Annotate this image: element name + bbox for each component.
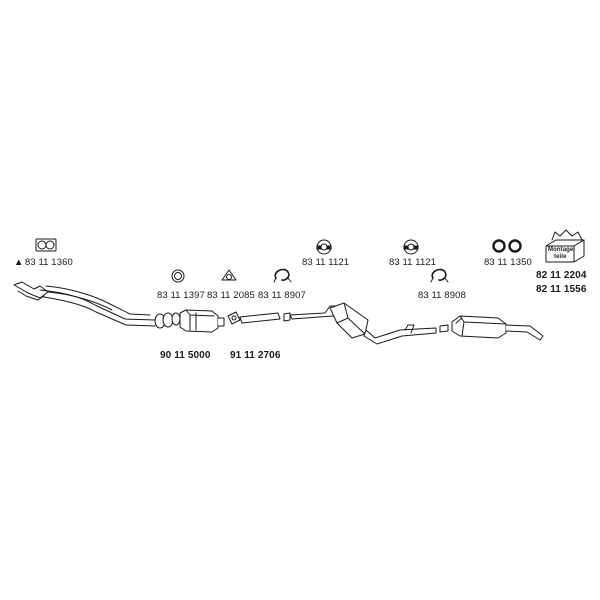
part-number-rubber-mount-2: 83 11 1121 [389, 257, 437, 268]
triangle-gasket-icon [221, 269, 237, 281]
part-number-mounting-kit-2: 82 11 1556 [536, 284, 587, 295]
rubber-mount-icon-2 [403, 239, 419, 255]
part-number-front-pipe: 90 11 5000 [160, 350, 211, 361]
part-number-ring-small: 83 11 1397 [157, 290, 205, 301]
small-ring-icon [171, 269, 185, 283]
rubber-mount-icon-1 [316, 239, 332, 255]
front-pipe-part [13, 281, 156, 327]
center-muffler-part [329, 302, 369, 339]
part-number-clamp-2: 83 11 8908 [418, 290, 466, 301]
mounting-kit-box-text-2: teile [554, 254, 567, 260]
middle-pipe-part [239, 305, 337, 324]
rear-muffler-part [451, 315, 544, 341]
part-number-catalytic-converter: 91 11 2706 [230, 350, 281, 361]
flange-joint [154, 312, 181, 329]
clamp-icon-2 [430, 268, 449, 283]
part-number-clamp-1: 83 11 8907 [258, 290, 306, 301]
rubber-rings-icon [492, 239, 522, 253]
mounting-kit-box-text-1: Montage- [548, 247, 576, 253]
part-number-mounting-kit-1: 82 11 2204 [536, 270, 587, 281]
inline-gasket [227, 311, 241, 325]
part-number-rubber-mount-1: 83 11 1121 [302, 257, 350, 268]
rear-pipe-part [363, 324, 449, 345]
double-gasket-icon [35, 238, 57, 252]
triangle-marker: ▲ [14, 257, 24, 268]
mounting-kit-box-icon [545, 229, 585, 263]
clamp-icon-1 [273, 268, 292, 283]
part-number-rubber-rings: 83 11 1350 [484, 257, 532, 268]
part-number-gasket-double: 83 11 1360 [25, 257, 73, 268]
catalytic-converter-part [179, 309, 225, 333]
part-number-gasket-triangle: 83 11 2085 [207, 290, 255, 301]
